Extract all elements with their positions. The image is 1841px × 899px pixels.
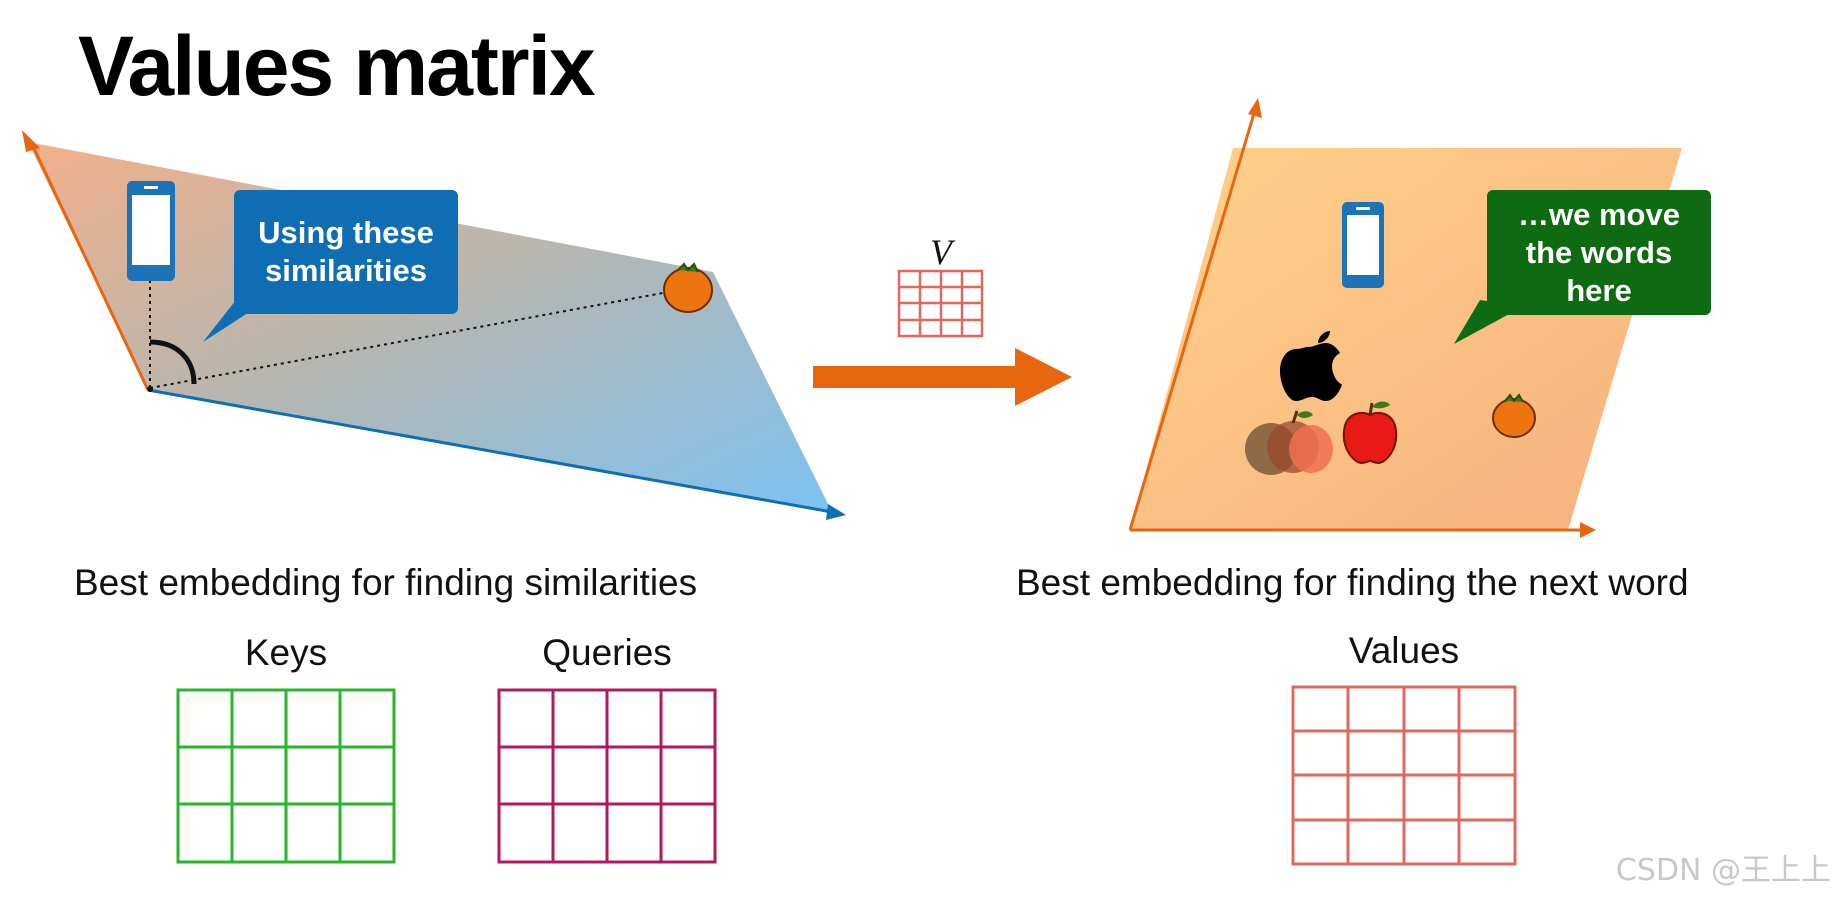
angle-arc [149,339,197,385]
left-axis-blue [147,388,833,514]
orange-fruit-icon [663,262,713,313]
right-speech-bubble [1454,190,1711,344]
right-bubble-line-3: here [1566,273,1632,308]
right-axis-horizontal-arrowhead [1580,522,1596,538]
slide-title: Values matrix [78,19,596,113]
left-bubble-line-2: similarities [265,253,427,288]
right-embedding-plane [1128,98,1682,538]
right-caption: Best embedding for finding the next word [1016,562,1689,603]
right-axis-vertical [1128,109,1257,531]
phone-icon [127,181,175,281]
left-plane-surface [28,142,832,512]
keys-label: Keys [244,632,328,673]
apple-logo-icon [1280,331,1342,401]
v-symbol: V [930,232,956,272]
blended-apples-icon [1245,410,1333,475]
left-caption: Best embedding for finding similarities [74,562,698,603]
right-bubble-line-1: …we move [1518,197,1680,232]
left-axis-blue-arrowhead [826,504,846,520]
left-bubble-line-1: Using these [258,215,434,250]
right-bubble-text: …we move the words here [1487,196,1711,310]
queries-label: Queries [542,632,672,673]
queries-matrix [497,688,717,864]
keys-matrix [176,688,396,864]
left-embedding-plane [22,130,846,520]
left-axis-orange [28,139,150,391]
values-label: Values [1348,630,1460,671]
transform-arrow [813,348,1072,406]
right-axis-vertical-arrowhead [1248,98,1262,118]
left-axis-orange-arrowhead [22,130,40,152]
red-apple-icon [1342,401,1398,465]
arrow-head [1015,348,1072,406]
origin-point [147,386,153,392]
v-matrix-icon [897,269,984,338]
right-bubble-line-2: the words [1525,235,1673,270]
left-bubble-text: Using these similarities [234,214,458,290]
orange-fruit-icon [1492,393,1536,438]
left-speech-bubble [203,190,458,342]
values-matrix [1291,685,1517,866]
phone-icon [1342,202,1384,288]
arrow-shaft [813,366,1018,388]
watermark: CSDN @王上上 [1615,853,1831,888]
